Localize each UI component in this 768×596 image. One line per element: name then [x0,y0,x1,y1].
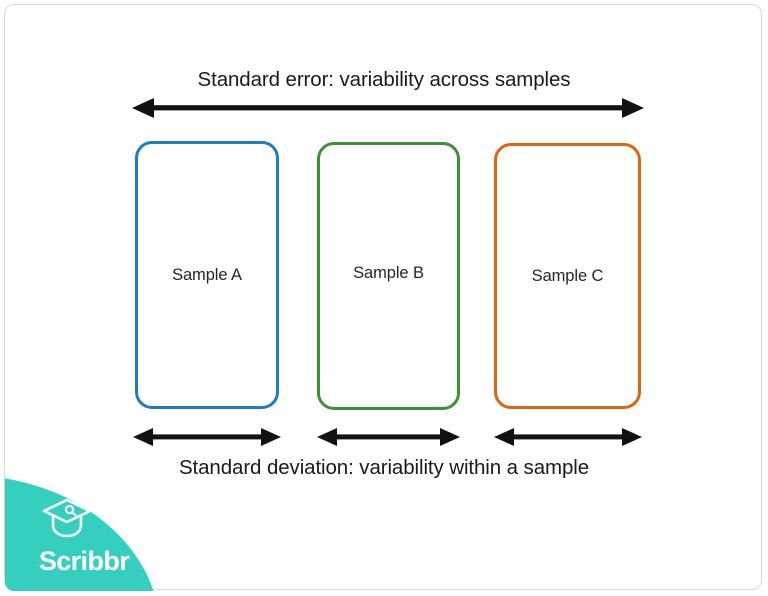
sample-box-b: Sample B [317,142,460,410]
graduation-cap-icon [41,497,93,539]
standard-deviation-arrow-b [317,426,460,448]
standard-deviation-arrow-a [133,426,281,448]
scribbr-wordmark: Scribbr [38,546,130,576]
scribbr-logo: Scribbr [5,475,160,591]
sample-box-a: Sample A [135,141,279,409]
sample-box-c: Sample C [494,143,641,409]
sample-label-b: Sample B [353,263,424,282]
standard-error-arrow [132,97,644,119]
sample-label-c: Sample C [531,266,604,285]
standard-error-caption: Standard error: variability across sampl… [197,68,571,91]
standard-deviation-caption: Standard deviation: variability within a… [178,456,590,479]
sample-label-a: Sample A [172,265,242,284]
standard-deviation-arrow-c [494,426,642,448]
